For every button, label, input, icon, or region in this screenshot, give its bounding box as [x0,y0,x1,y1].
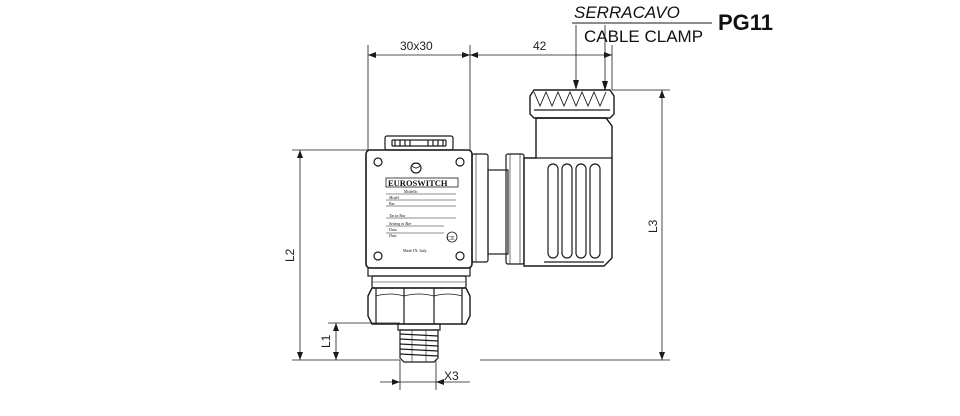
cable-clamp-gland [529,89,615,119]
serracavo-label: SERRACAVO [574,3,680,22]
dim-body-width: 30x30 [400,39,433,53]
dim-x3: X3 [444,369,459,383]
plate-date: Date [388,233,397,238]
adjust-knob [384,135,454,151]
threaded-fitting [397,323,441,363]
plate-model: Model [388,195,400,200]
cable-clamp-label: CABLE CLAMP [584,27,703,46]
ce-mark: CE [447,236,455,242]
brand-text: EUROSWITCH [388,178,448,188]
plate-modello: Modello [404,189,418,194]
plate-setting: Setting in Bar [389,221,412,226]
dim-connector-depth: 42 [533,39,547,53]
dim-l3: L3 [646,219,660,233]
dim-l1: L1 [319,334,333,348]
top-dimensions [367,45,613,150]
cable-clamp-callout: SERRACAVO CABLE CLAMP PG11 [572,3,773,91]
switch-body [365,149,473,269]
dim-l2: L2 [283,248,297,262]
connector-housing [523,117,613,267]
hex-nut [367,287,471,325]
plate-data: Data [389,227,397,232]
plate-bar: Bar [389,201,395,206]
left-dimensions [292,149,400,361]
plate-tar: Tar in Bar [389,213,406,218]
pg11-label: PG11 [718,10,773,35]
connector-neck [471,153,525,265]
right-dimension [480,89,670,361]
bottom-dimension [380,360,470,390]
plate-made: Made IN. Italy [403,248,427,253]
euroswitch-logo-icon [410,162,422,174]
body-collar [367,267,471,289]
